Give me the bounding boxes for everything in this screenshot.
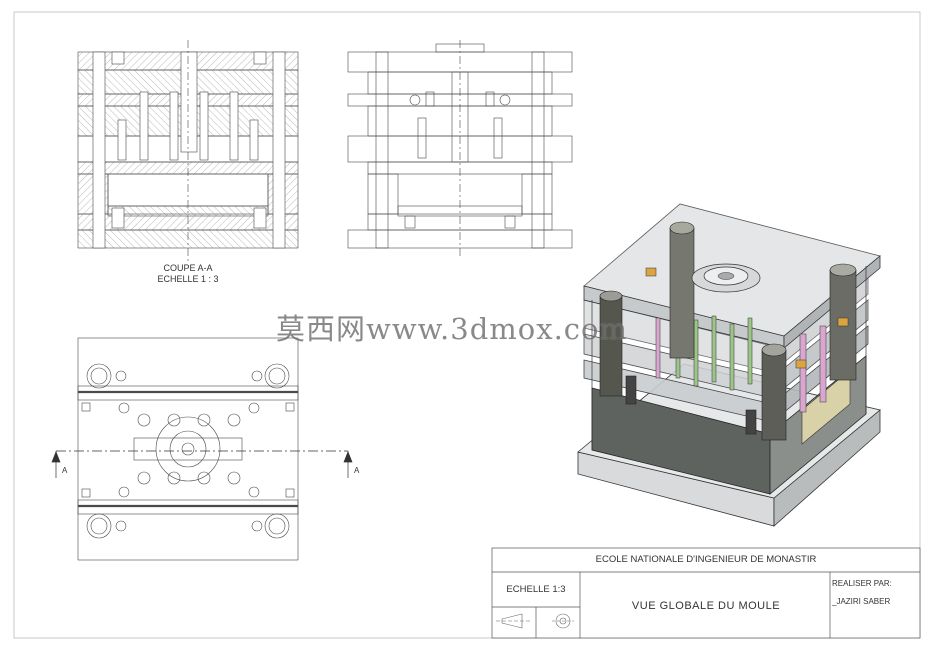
section-marker-right: A bbox=[354, 466, 360, 475]
side-view bbox=[347, 40, 573, 258]
title-block-scale: ECHELLE 1:3 bbox=[506, 584, 566, 595]
section-line-a-a bbox=[51, 450, 353, 478]
top-view bbox=[77, 337, 299, 561]
section-view-title: COUPE A-A bbox=[163, 263, 212, 273]
section-view-scale: ECHELLE 1 : 3 bbox=[157, 274, 218, 284]
title-block bbox=[491, 547, 921, 639]
isometric-mould-view bbox=[577, 203, 881, 527]
drawing-title: VUE GLOBALE DU MOULE bbox=[631, 600, 781, 612]
section-view-a-a bbox=[77, 40, 299, 262]
watermark-text: 莫西网www.3dmox.com bbox=[276, 312, 628, 346]
sheet-border bbox=[13, 11, 921, 639]
author-name: _JAZIRI SABER bbox=[832, 597, 891, 606]
projection-symbol bbox=[496, 613, 574, 629]
made-by-label: REALISER PAR: bbox=[832, 579, 892, 588]
section-marker-left: A bbox=[62, 466, 68, 475]
school-name: ECOLE NATIONALE D'INGENIEUR DE MONASTIR bbox=[595, 554, 817, 565]
